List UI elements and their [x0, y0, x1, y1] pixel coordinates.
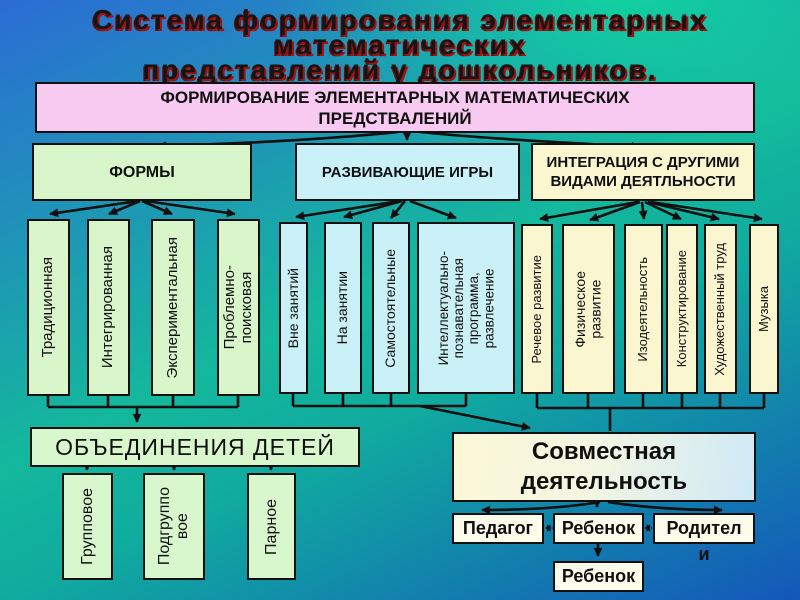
- title-line: Система формирования элементарных: [92, 4, 708, 35]
- integration-construction: Конструктирование: [666, 224, 698, 394]
- branch-forms: ФОРМЫ: [32, 143, 252, 201]
- form-experimental: Экспериментальная: [151, 219, 195, 396]
- children-unions-box: ОБЪЕДИНЕНИЯ ДЕТЕЙ: [30, 427, 360, 467]
- game-independent: Самостоятельные: [372, 222, 410, 394]
- integration-music: Музыка: [749, 224, 779, 394]
- branch-integration: ИНТЕГРАЦИЯ С ДРУГИМИ ВИДАМИ ДЕЯТЛЬНОСТИ: [531, 143, 755, 201]
- title-line: математических: [273, 29, 527, 60]
- root-box: ФОРМИРОВАНИЕ ЭЛЕМЕНТАРНЫХ МАТЕМАТИЧЕСКИХ…: [35, 82, 755, 133]
- integration-artistic-labor: Художественный труд: [704, 224, 737, 394]
- integration-physical: Физическое развитие: [562, 224, 615, 394]
- branch-developing-games: РАЗВИВАЮЩИЕ ИГРЫ: [295, 143, 520, 201]
- union-pair: Парное: [247, 473, 296, 580]
- game-outside-classes: Вне занятий: [279, 222, 308, 394]
- integration-art-activity: Изодеятельность: [624, 224, 663, 394]
- form-problem-search: Проблемно- поисковая: [217, 219, 260, 396]
- form-traditional: Традиционная: [27, 219, 70, 396]
- participant-child-bottom: Ребенок: [553, 561, 644, 592]
- joint-activity-box: Совместная деятельность: [452, 432, 756, 502]
- form-integrated: Интегрированная: [87, 219, 130, 396]
- integration-speech: Речевое развитие: [521, 224, 553, 394]
- participant-parents-overflow: и: [698, 544, 710, 564]
- game-in-class: На занятии: [324, 222, 362, 394]
- union-subgroup: Подгруппо вое: [143, 473, 205, 580]
- slide-title: Система формирования элементарных матема…: [0, 4, 800, 85]
- participant-teacher: Педагог: [452, 513, 544, 544]
- title-line: представлений у дошкольников.: [142, 54, 658, 85]
- participant-parents: Родител: [653, 513, 755, 544]
- participant-child: Ребенок: [553, 513, 644, 544]
- union-group: Групповое: [62, 473, 113, 580]
- game-intellectual-program: Интеллектуально- познавательная программ…: [417, 222, 515, 394]
